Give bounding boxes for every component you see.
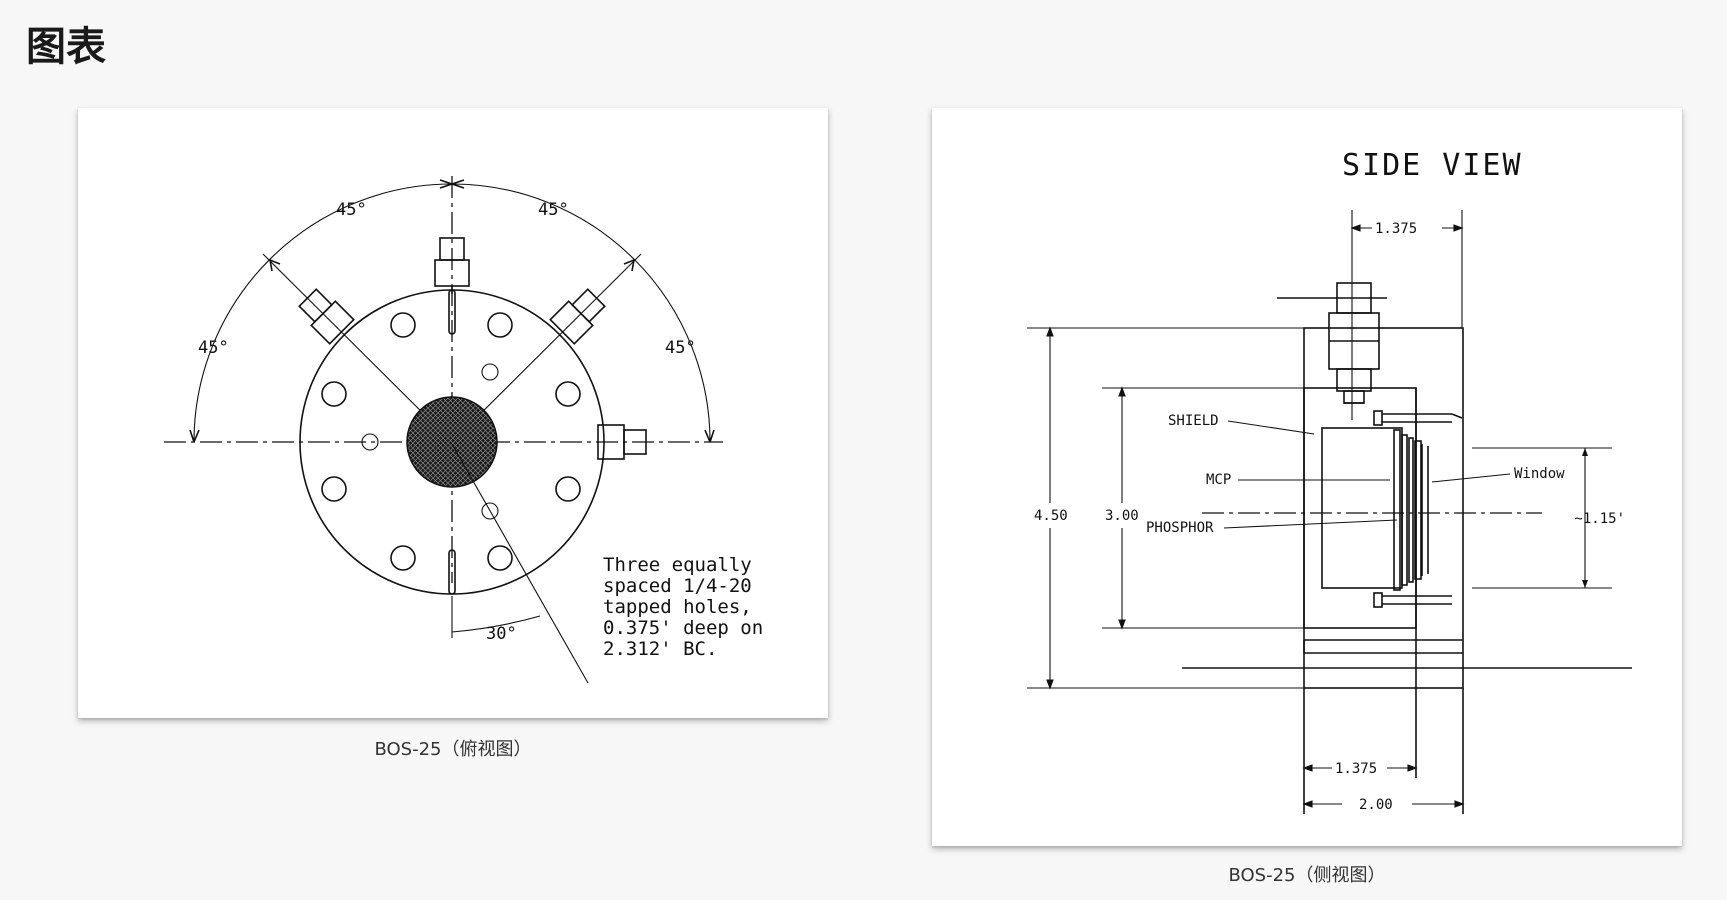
bolt-bottom (1373, 592, 1452, 608)
connector-top (434, 237, 470, 294)
angle-label-left: 45° (198, 338, 229, 358)
dim-bottom-inner-label: 1.375 (1335, 761, 1377, 777)
angle-label-right: 45° (665, 338, 696, 358)
label-phosphor: PHOSPHOR (1146, 520, 1214, 536)
mcp-stack (1393, 429, 1429, 591)
bolt-holes (321, 312, 581, 571)
dim-inner (1102, 386, 1304, 630)
angle-label-bottom: 30° (486, 624, 517, 644)
tapped-holes (361, 363, 499, 520)
svg-text:2.312' BC.: 2.312' BC. (603, 638, 717, 660)
dim-inner-label: 3.00 (1105, 508, 1139, 524)
top-view-figure: 45° 45° 45° 45° 30° Three equally spaced… (78, 108, 828, 718)
side-view-drawing: SIDE VIEW 1.375 (1027, 148, 1632, 814)
connector-right (549, 288, 606, 345)
svg-text:0.375' deep on: 0.375' deep on (603, 617, 763, 639)
label-window: Window (1514, 466, 1565, 482)
dim-window-label: ~1.15' (1574, 511, 1625, 527)
shield-body (1321, 427, 1403, 589)
side-view-figure: SIDE VIEW 1.375 (932, 108, 1682, 846)
bolt-top (1373, 410, 1463, 426)
dim-top-label: 1.375 (1375, 221, 1417, 237)
angle-label-top-right: 45° (538, 200, 569, 220)
dim-height (1027, 326, 1304, 690)
inner-body (1303, 387, 1417, 629)
connector-left (298, 288, 355, 345)
label-mcp: MCP (1206, 472, 1231, 488)
svg-text:spaced 1/4-20: spaced 1/4-20 (603, 575, 752, 597)
page-title: 图表 (26, 24, 106, 70)
svg-text:Three equally: Three equally (603, 554, 752, 576)
dim-top (1350, 210, 1464, 420)
dim-height-label: 4.50 (1034, 508, 1068, 524)
tapped-holes-note: Three equally spaced 1/4-20 tapped holes… (603, 554, 763, 660)
angle-30-arc (451, 615, 541, 633)
connector-side (597, 424, 647, 460)
detector-mesh (406, 396, 498, 488)
label-shield: SHIELD (1168, 413, 1219, 429)
dim-bottom-outer-label: 2.00 (1359, 797, 1393, 813)
angle-30-line (451, 443, 589, 684)
dim-bottom (1302, 764, 1465, 808)
svg-text:tapped holes,: tapped holes, (603, 596, 752, 618)
angle-label-top-left: 45° (336, 200, 367, 220)
side-view-caption: BOS-25（侧视图） (1228, 865, 1386, 886)
outer-body (1303, 327, 1464, 689)
top-view-drawing: 45° 45° 45° 45° 30° Three equally spaced… (164, 176, 763, 684)
top-view-caption: BOS-25（俯视图） (374, 739, 532, 760)
side-view-title: SIDE VIEW (1342, 148, 1523, 183)
top-connector (1277, 282, 1387, 404)
